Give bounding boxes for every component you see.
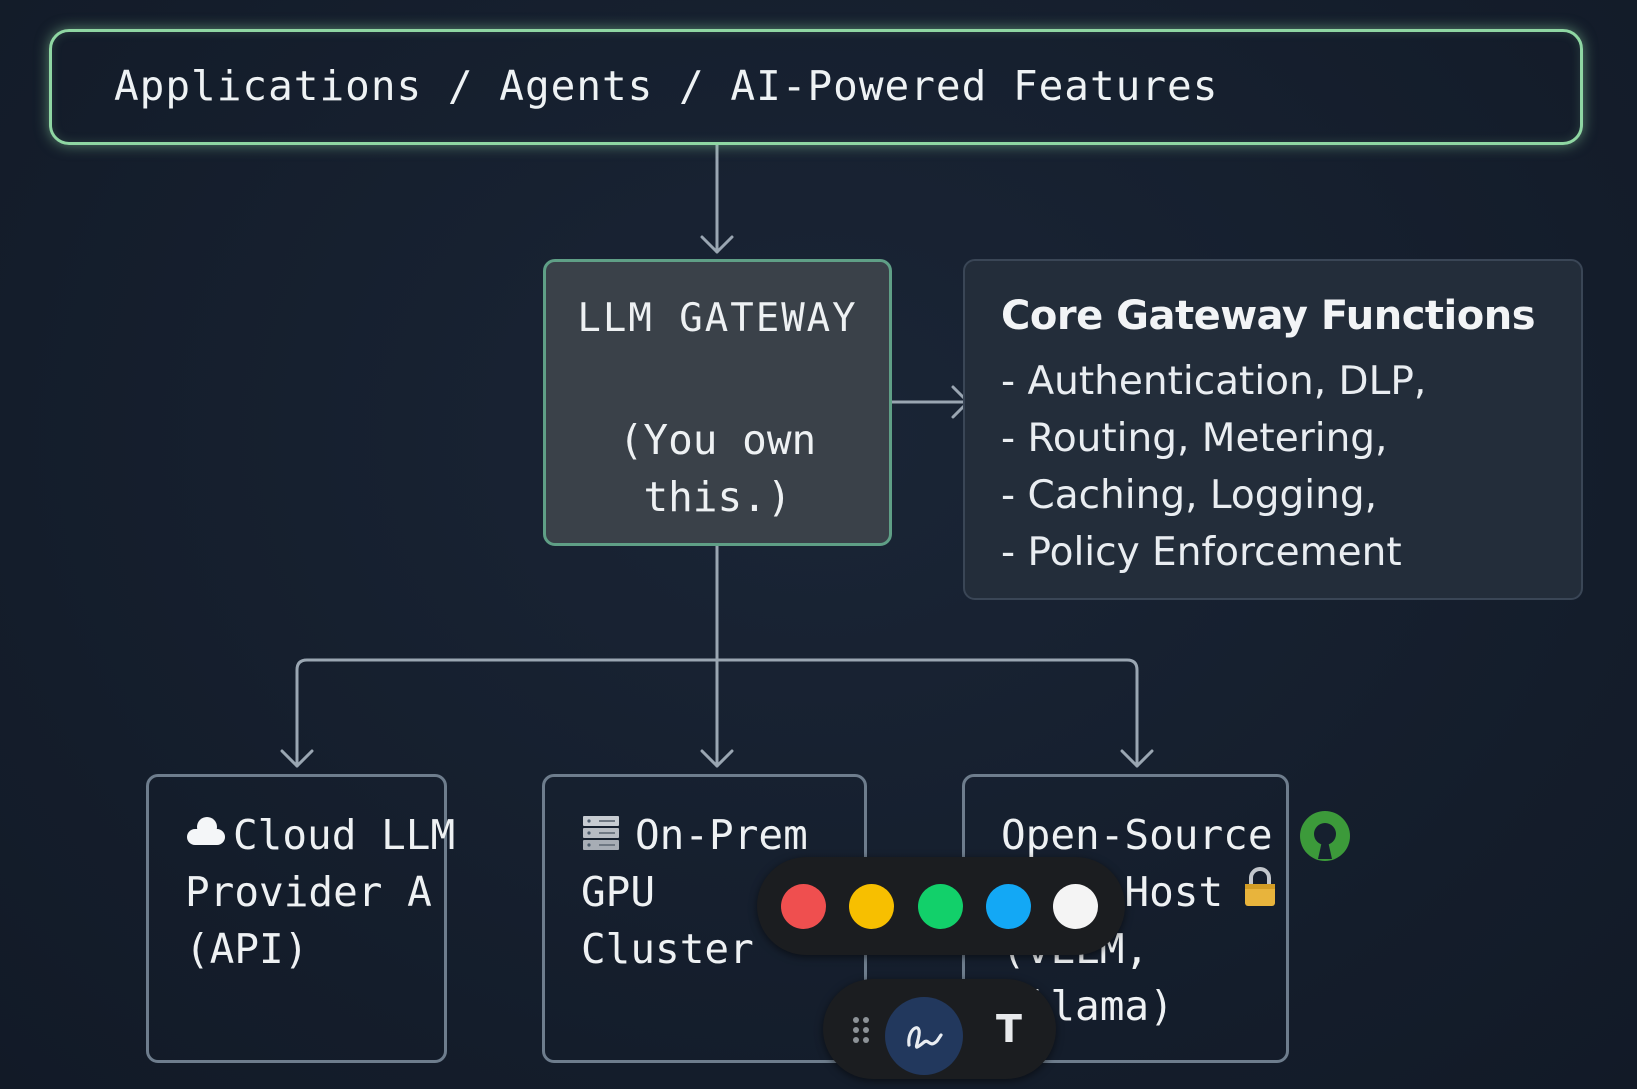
gateway-subtitle: (You own this.): [618, 416, 817, 521]
cloud-icon: [185, 817, 233, 853]
applications-node: Applications / Agents / AI-Powered Featu…: [49, 29, 1583, 145]
functions-list-item: - Routing, Metering,: [1001, 416, 1388, 461]
squiggle-pen-icon: [907, 1026, 943, 1049]
functions-heading: Core Gateway Functions: [1001, 293, 1536, 339]
color-palette: [757, 857, 1125, 955]
color-swatch-blue[interactable]: [986, 884, 1031, 929]
server-icon: [583, 816, 619, 850]
arrowhead-cloud: [280, 749, 314, 768]
color-swatch-red[interactable]: [781, 884, 826, 929]
color-swatch-yellow[interactable]: [849, 884, 894, 929]
color-swatch-white[interactable]: [1053, 884, 1098, 929]
open-source-icon: [1300, 811, 1350, 861]
on-prem-label: On-Prem GPU Cluster: [581, 811, 808, 973]
functions-list-item: - Caching, Logging,: [1001, 473, 1377, 518]
color-swatch-green[interactable]: [918, 884, 963, 929]
functions-list: - Authentication, DLP, - Routing, Meteri…: [1001, 353, 1426, 581]
annotation-toolbar: T: [823, 979, 1056, 1079]
core-functions-node: Core Gateway Functions - Authentication,…: [963, 259, 1583, 600]
lock-icon: [1245, 867, 1275, 906]
applications-label: Applications / Agents / AI-Powered Featu…: [114, 62, 1219, 110]
arrowhead-gateway: [700, 235, 734, 254]
connector-splitter: [295, 658, 1139, 768]
llm-gateway-node: LLM GATEWAY (You own this.): [543, 259, 892, 546]
arrowhead-onprem: [700, 749, 734, 768]
functions-list-item: - Authentication, DLP,: [1001, 359, 1427, 404]
draw-tool-button[interactable]: [885, 997, 963, 1075]
text-tool-button[interactable]: T: [996, 1007, 1022, 1051]
arrowhead-oss: [1120, 749, 1154, 768]
drag-handle-icon[interactable]: [851, 1015, 871, 1045]
functions-list-item: - Policy Enforcement: [1001, 530, 1402, 575]
cloud-provider-label: Cloud LLM Provider A (API): [185, 811, 456, 973]
cloud-provider-node: Cloud LLM Provider A (API): [146, 774, 455, 1063]
gateway-title: LLM GATEWAY: [577, 296, 858, 341]
